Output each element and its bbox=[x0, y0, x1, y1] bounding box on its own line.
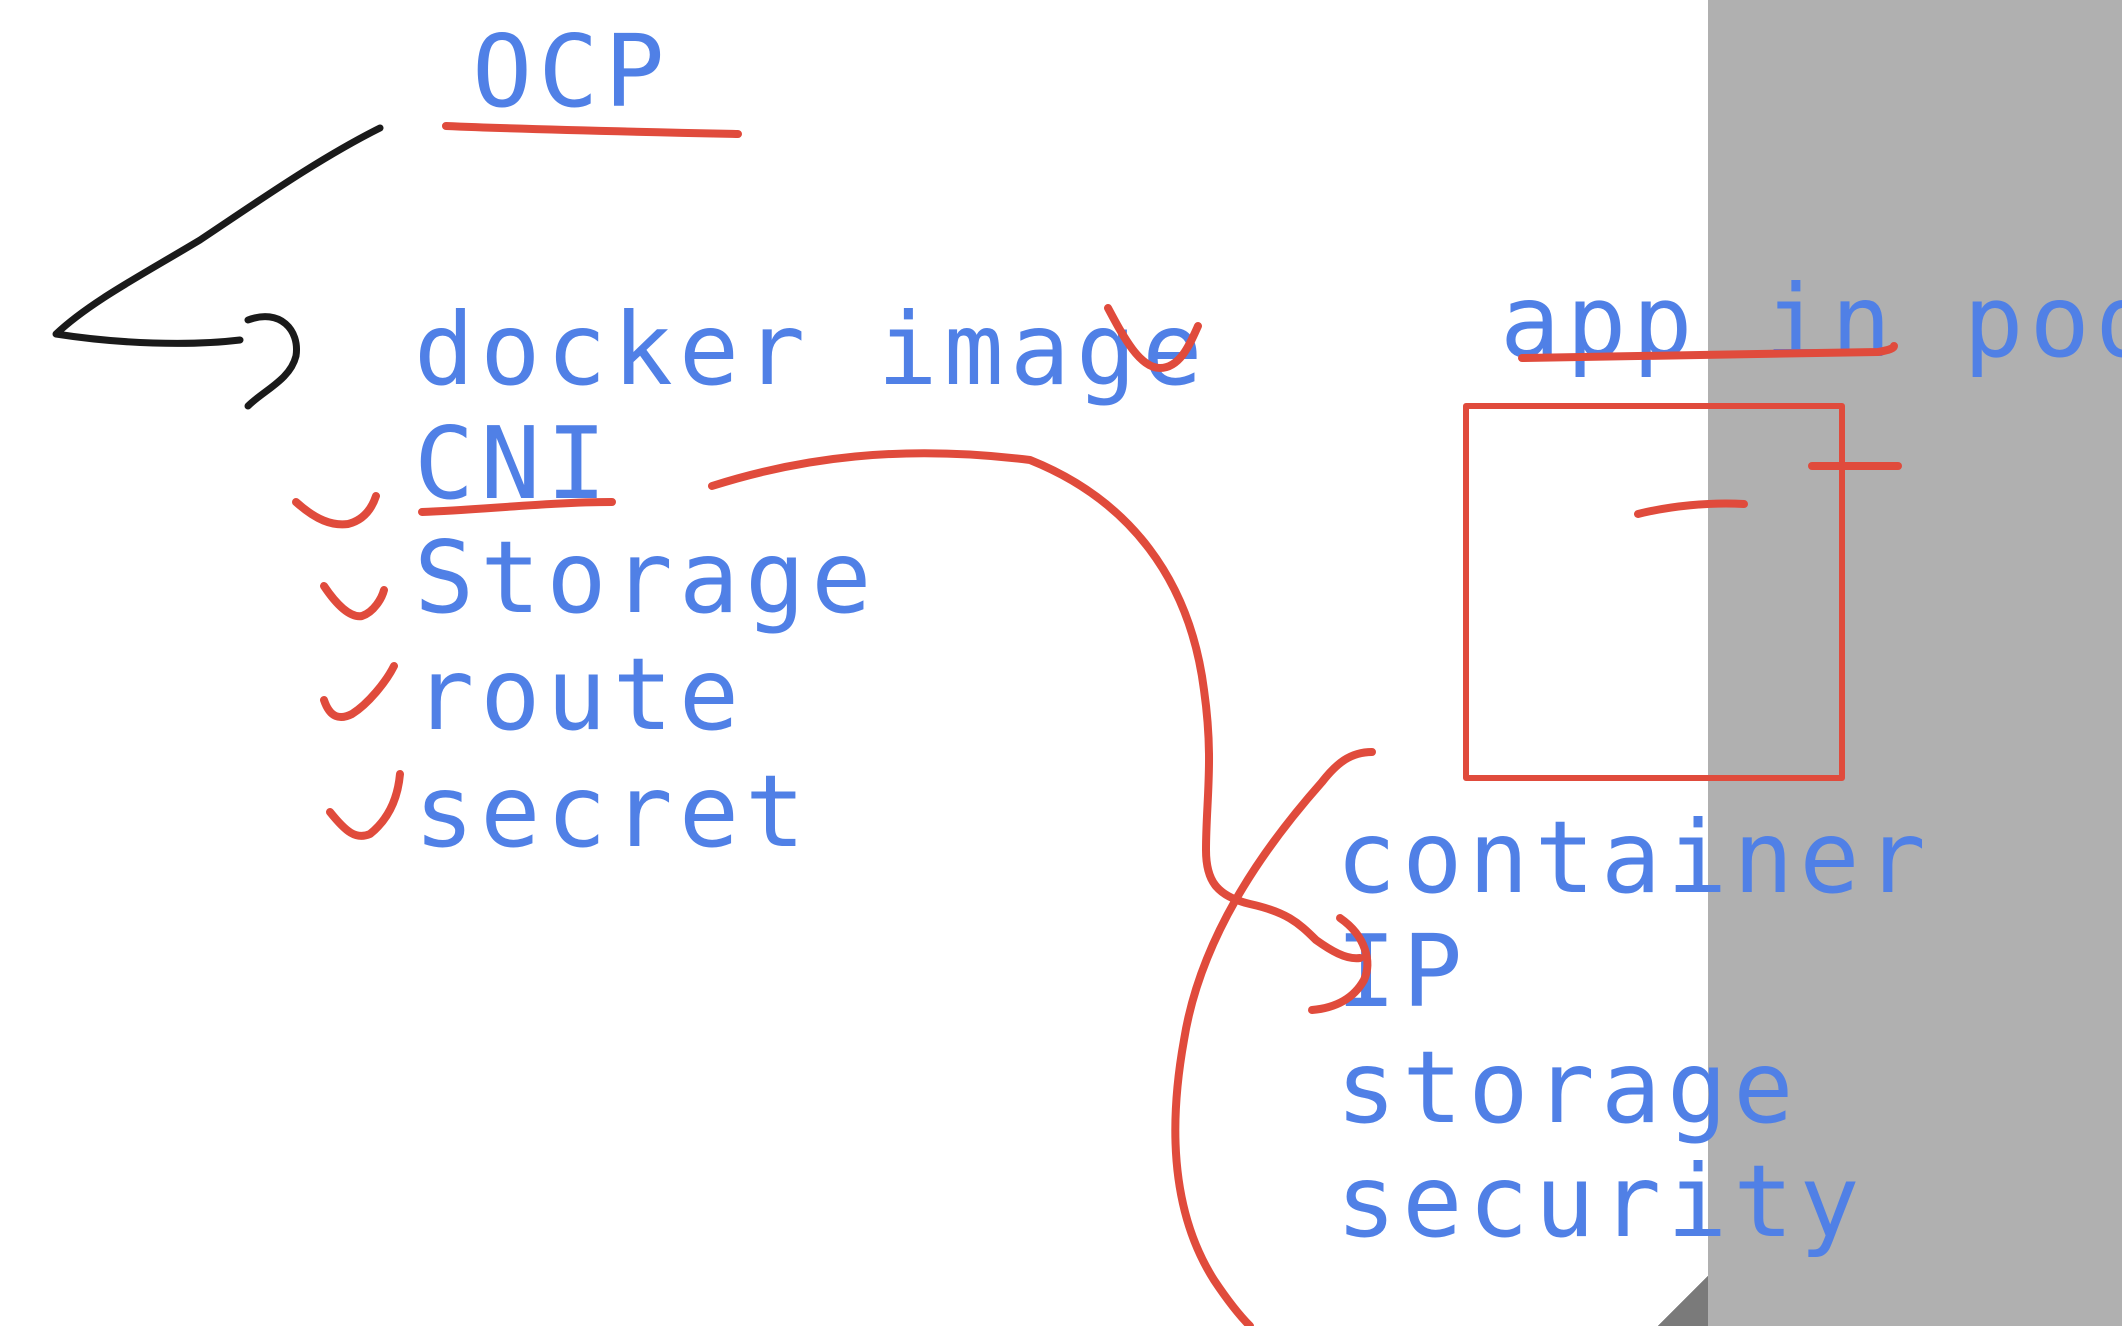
connector-cni-to-ip bbox=[708, 449, 1364, 963]
check-secret bbox=[326, 770, 404, 840]
side-panel bbox=[1708, 0, 2122, 1326]
ip-bracket bbox=[1308, 914, 1372, 1014]
check-storage bbox=[320, 582, 388, 621]
title-ocp: OCP bbox=[472, 13, 671, 130]
pod-box bbox=[1463, 403, 1845, 781]
container-item-storage: storage bbox=[1336, 1029, 1800, 1146]
black-arrow-stroke bbox=[52, 124, 384, 347]
checklist-item-storage: Storage bbox=[414, 519, 878, 636]
check-docker-image bbox=[1104, 304, 1202, 372]
underline-ocp bbox=[442, 122, 742, 138]
checklist-item-route: route bbox=[414, 636, 746, 753]
loop-around-container-list bbox=[1171, 748, 1376, 1326]
check-cni bbox=[292, 492, 380, 529]
checklist-item-cni: CNI bbox=[414, 405, 613, 522]
underline-cni bbox=[418, 498, 616, 516]
container-item-security: security bbox=[1336, 1143, 1866, 1260]
checklist-item-docker-image: docker image bbox=[414, 291, 1209, 408]
checklist-item-secret: secret bbox=[414, 753, 812, 870]
pod-box-mark bbox=[1634, 499, 1748, 518]
page-corner-fold bbox=[1658, 1276, 1708, 1326]
black-arrow-hook bbox=[244, 313, 300, 410]
check-route bbox=[320, 662, 398, 721]
underline-app-in-pod bbox=[1518, 342, 1898, 362]
container-item-container: container bbox=[1336, 799, 1932, 916]
